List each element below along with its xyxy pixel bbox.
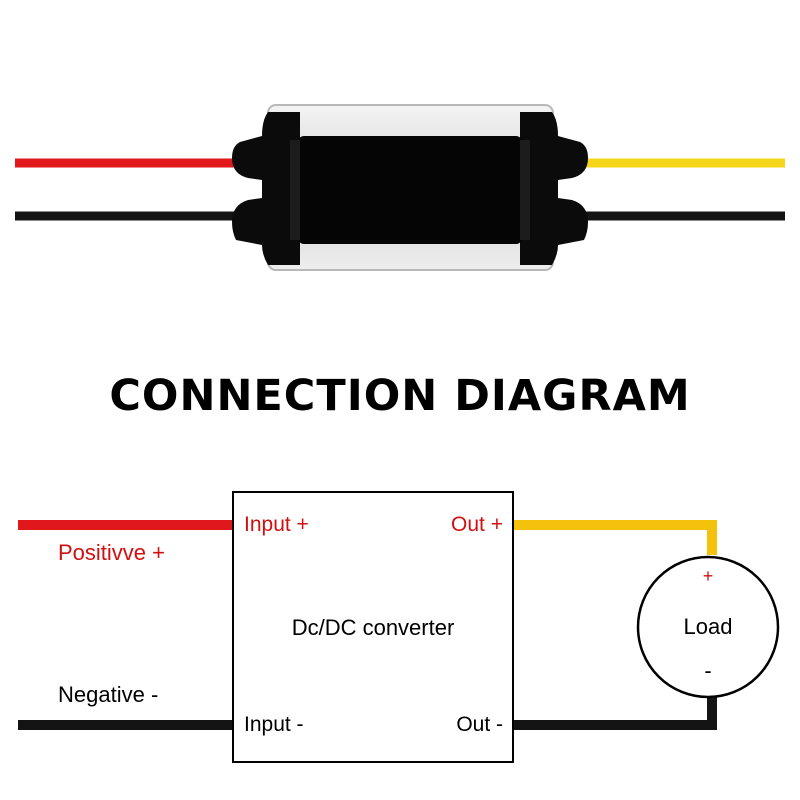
input-positive-label: Input + <box>244 513 309 536</box>
output-negative-label: Out - <box>456 713 503 736</box>
positive-label: Positivve + <box>58 540 165 565</box>
converter-product-photo <box>15 104 785 271</box>
output-positive-label: Out + <box>451 513 503 536</box>
negative-label: Negative - <box>58 682 158 707</box>
load-name-label: Load <box>684 614 733 639</box>
converter-box <box>232 491 514 763</box>
load-minus-label: - <box>704 658 711 683</box>
connection-diagram: Positivve + Negative - Input + Input - O… <box>18 491 780 763</box>
output-positive-wire <box>513 520 717 555</box>
left-end-cap <box>232 112 300 265</box>
page-title: CONNECTION DIAGRAM <box>109 371 691 421</box>
output-negative-wire <box>513 695 717 730</box>
right-end-cap <box>520 112 588 265</box>
input-negative-label: Input - <box>244 713 304 736</box>
converter-black-window <box>298 136 522 244</box>
load-plus-label: + <box>703 566 714 586</box>
load-circle <box>636 555 780 699</box>
converter-name-label: Dc/DC converter <box>292 615 455 640</box>
